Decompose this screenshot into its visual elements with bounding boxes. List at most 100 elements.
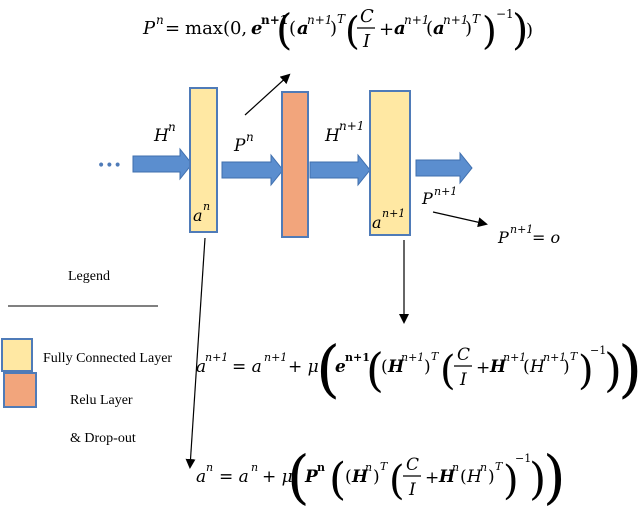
eq-mid-paren4-open: ( (440, 348, 456, 394)
eq-mid-T2: T (570, 350, 579, 363)
eq-top-bigparen-open: ( (276, 5, 292, 54)
eq-top-paren1: ( (289, 18, 296, 39)
eq-top-T1: T (337, 12, 346, 26)
eq-top-bigparen-close: ) (512, 5, 528, 54)
eq-bot-minus-one: −1 (515, 452, 531, 465)
eq-mid-T1: T (431, 350, 440, 363)
eq-top-a1: a (297, 18, 309, 39)
eq-bot-paren4-open: ( (389, 458, 405, 504)
eq-bot-paren5-close: ) (488, 467, 495, 487)
eq-bot-paren2-close: ) (529, 454, 546, 505)
eq-mid-rhs: = a (232, 357, 262, 377)
eq-mid-paren3: ( (381, 357, 388, 377)
eq-top-T2: T (472, 12, 481, 26)
arrow-to-bottom-equation (185, 237, 206, 469)
eq-bot-T1: T (380, 460, 389, 473)
eq-mid-plus-mu: + μ (288, 357, 319, 377)
eq-top-eq: = (165, 18, 180, 39)
eq-top-lhs: P (142, 18, 156, 39)
eq-mid-e: e (335, 357, 346, 377)
eq-top-C: C (360, 6, 374, 27)
eq-mid-I: I (459, 370, 467, 390)
eq-mid-H3-sup: n+1 (543, 351, 566, 364)
eq-bot-paren3-close: ) (373, 467, 380, 487)
label-Hn-sup: n (168, 120, 176, 134)
equation-top: P n = max(0, e n+1 ( ( a n+1 ) T ( C I +… (142, 5, 533, 54)
eq-bot-lhs: a (196, 467, 206, 487)
eq-mid-paren2-open: ( (366, 343, 384, 397)
fc-layer-2-label-sup: n+1 (382, 207, 405, 220)
eq-bot-rhs-sup: n (251, 461, 258, 474)
arrow-to-output (432, 211, 488, 228)
eq-bot-paren2-open: ( (329, 454, 346, 505)
eq-bot-P: P (304, 467, 319, 487)
output-rest: = o (532, 228, 560, 247)
flow-arrow-3 (309, 153, 371, 187)
label-Pn: P (233, 136, 246, 156)
eq-top-a3: a (433, 18, 445, 39)
label-Pn1-sup: n+1 (434, 185, 457, 198)
arrow-to-top-equation (244, 73, 291, 116)
eq-bot-H3: H (466, 467, 483, 487)
eq-mid-paren2-close: ) (604, 343, 622, 397)
eq-bot-lhs-sup: n (206, 461, 213, 474)
eq-top-a3-sup: n+1 (443, 13, 468, 27)
input-dots: ••• (97, 158, 122, 174)
equation-bottom: a n = a n + μ ( P n ( ( H n ) T ( C I + … (196, 443, 566, 511)
eq-bot-paren4-close: ) (503, 458, 519, 504)
eq-bot-rhs: = a (219, 467, 249, 487)
flow-arrow-2 (221, 153, 284, 187)
eq-top-a2: a (394, 18, 406, 39)
eq-top-paren3: ( (426, 18, 433, 39)
eq-mid-e-sup: n+1 (345, 351, 370, 364)
legend: Legend Fully Connected Layer Relu Layer … (1, 269, 172, 446)
network: ••• a n H n P n H n+1 a n+1 P n+1 P n+ (97, 73, 560, 469)
eq-top-a1-sup: n+1 (307, 13, 332, 27)
eq-top-max: max(0, (185, 18, 247, 39)
eq-mid-bigparen-close: ) (618, 332, 640, 405)
eq-mid-bigparen-open: ( (316, 332, 340, 405)
fc-layer-2-label: a (372, 213, 382, 232)
eq-top-paren2-close: ) (482, 9, 497, 53)
eq-bot-plus: + (425, 468, 439, 488)
eq-top-paren3-close: ) (465, 18, 472, 39)
fc-layer-1-label-sup: n (203, 200, 210, 213)
eq-bot-C: C (406, 455, 419, 475)
eq-mid-rhs-sup: n+1 (264, 351, 287, 364)
eq-top-a2-sup: n+1 (404, 13, 429, 27)
eq-bot-H2: H (438, 467, 456, 487)
eq-top-paren1-close: ) (330, 18, 337, 39)
eq-bot-T2: T (495, 460, 504, 473)
legend-label-fc: Fully Connected Layer (43, 351, 172, 366)
eq-mid-H1: H (387, 357, 405, 377)
eq-mid-lhs: a (196, 357, 206, 377)
output-P-sup: n+1 (510, 223, 533, 236)
equation-middle: a n+1 = a n+1 + μ ( e n+1 ( ( H n+1 ) T … (196, 332, 640, 405)
eq-mid-plus: + (476, 358, 490, 378)
eq-bot-bigparen-close: ) (543, 443, 566, 511)
eq-mid-paren5-close: ) (563, 357, 570, 377)
label-Hn1-sup: n+1 (339, 119, 364, 133)
output-P: P (497, 228, 509, 247)
eq-bot-plus-mu: + μ (262, 467, 293, 487)
eq-mid-lhs-sup: n+1 (205, 351, 228, 364)
eq-bot-P-sup: n (317, 461, 325, 474)
flow-arrow-4 (415, 151, 473, 185)
eq-top-minus-one: −1 (496, 7, 514, 21)
eq-mid-H2: H (489, 357, 507, 377)
eq-mid-H1-sup: n+1 (401, 351, 424, 364)
legend-swatch-fc (1, 338, 33, 372)
eq-mid-paren4-close: ) (578, 348, 594, 394)
eq-mid-H3: H (529, 357, 546, 377)
eq-top-lhs-sup: n (156, 13, 164, 27)
eq-mid-paren3-close: ) (424, 357, 431, 377)
eq-mid-minus-one: −1 (590, 344, 606, 357)
legend-label-relu: Relu Layer (70, 393, 133, 408)
legend-label-dropout: & Drop-out (70, 431, 136, 446)
eq-top-paren2-open: ( (345, 9, 360, 53)
legend-title: Legend (68, 269, 110, 284)
eq-top-plus: + (379, 19, 394, 40)
eq-mid-C: C (457, 345, 470, 365)
